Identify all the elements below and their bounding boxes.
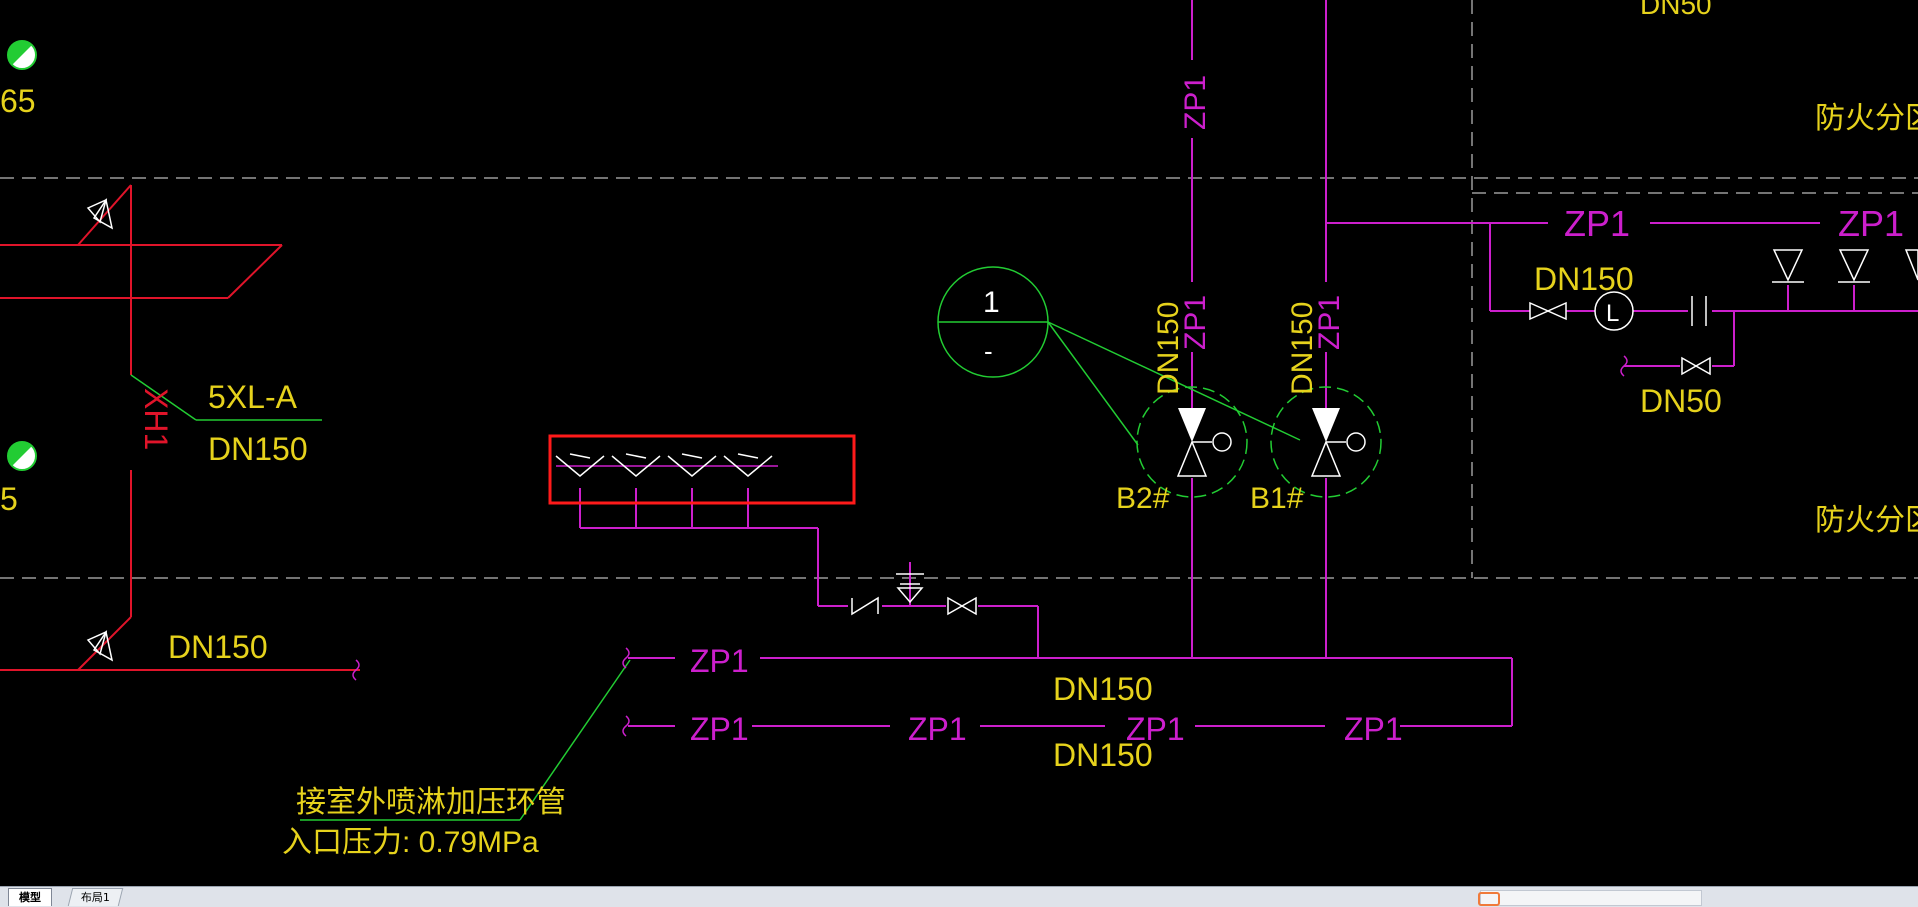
test-branch-valves <box>851 573 977 616</box>
upper-right-symbols <box>1529 249 1918 376</box>
dn150-left-label-a: DN150 <box>208 431 308 467</box>
zp1-main-label-a: ZP1 <box>690 643 749 679</box>
zp1-right-label-a: ZP1 <box>1564 203 1630 244</box>
zp1-vertical-label-c: ZP1 <box>1313 295 1346 350</box>
scrollbar-marker-icon <box>1478 892 1500 906</box>
left-leaders <box>130 374 631 821</box>
hydrant-valves <box>86 198 114 662</box>
cad-drawing-canvas[interactable]: DN50 防火分区一 防火分区一 ZP1 ZP1 ZP1 DN150 DN150… <box>0 0 1918 886</box>
zp1-right-label-b: ZP1 <box>1838 203 1904 244</box>
left-label-65-a: 65 <box>0 83 36 119</box>
fire-pump-b2[interactable] <box>1136 386 1248 498</box>
note-line-2: 入口压力: 0.79MPa <box>282 826 539 859</box>
callout-number: 1 <box>983 286 1000 319</box>
fire-zone-boundaries <box>0 0 1918 579</box>
zp1-main-label-e: ZP1 <box>1344 711 1403 747</box>
zp1-main-label-b: ZP1 <box>690 711 749 747</box>
break-marks <box>352 355 1628 737</box>
pump-b1-label: B1# <box>1250 482 1304 515</box>
callout-bubble[interactable] <box>937 266 1301 446</box>
hydrant-piping <box>0 184 360 671</box>
dn50-top-label: DN50 <box>1640 0 1712 20</box>
zp1-main-label-d: ZP1 <box>1126 711 1185 747</box>
zone-label-b: 防火分区一 <box>1815 504 1918 537</box>
sprinkler-heads <box>555 453 773 477</box>
zone-label-a: 防火分区一 <box>1815 102 1918 135</box>
layout-tab-bar: 模型 布局1 <box>0 886 1918 907</box>
fire-pump-b1[interactable] <box>1270 386 1382 498</box>
zp1-vertical-label-a: ZP1 <box>1179 75 1212 130</box>
dn150-right-label: DN150 <box>1534 261 1634 297</box>
dn150-main-label-a: DN150 <box>1053 671 1153 707</box>
tab-model[interactable]: 模型 <box>8 888 52 906</box>
pump-b2-label: B2# <box>1116 482 1170 515</box>
dn150-vertical-label-a: DN150 <box>1152 302 1185 395</box>
note-line-1: 接室外喷淋加压环管 <box>296 786 566 819</box>
dn150-vertical-label-b: DN150 <box>1286 302 1319 395</box>
flow-meter-icon <box>1594 291 1634 331</box>
dn150-left-label-b: DN150 <box>168 629 268 665</box>
xh1-vertical-label: XH1 <box>138 388 174 450</box>
tab-layout1[interactable]: 布局1 <box>67 888 124 906</box>
dn150-main-label-b: DN150 <box>1053 737 1153 773</box>
horizontal-scrollbar[interactable] <box>1480 890 1702 906</box>
zp1-main-label-c: ZP1 <box>908 711 967 747</box>
callout-sheet: - <box>984 336 993 366</box>
zp1-vertical-label-b: ZP1 <box>1179 295 1212 350</box>
left-indicators <box>7 40 37 471</box>
xl-a-label: 5XL-A <box>208 379 298 415</box>
flow-meter-label: L <box>1606 300 1619 327</box>
dn50-right-label: DN50 <box>1640 383 1722 419</box>
selection-box[interactable] <box>548 434 856 505</box>
sprinkler-piping <box>556 0 1918 727</box>
left-label-65-b: 5 <box>0 481 18 517</box>
